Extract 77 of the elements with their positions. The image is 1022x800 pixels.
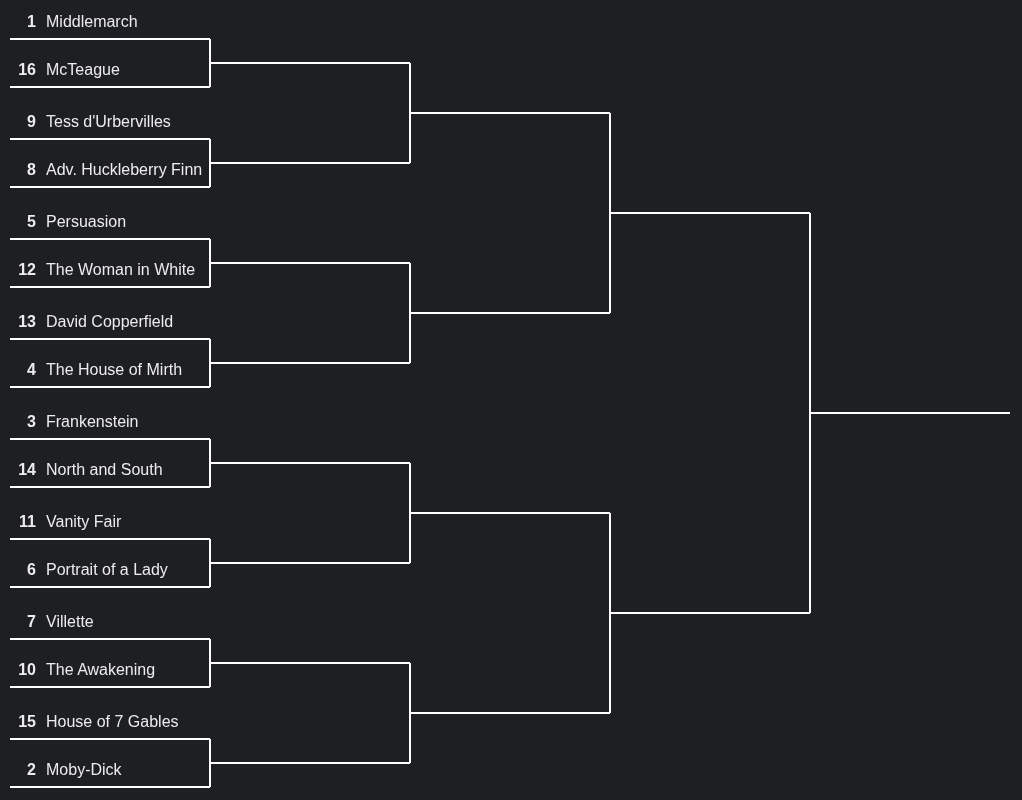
bracket-slot-line bbox=[610, 612, 810, 614]
bracket-connector bbox=[209, 538, 211, 564]
bracket-slot-line bbox=[610, 212, 810, 214]
bracket-slot-line bbox=[810, 412, 1010, 414]
bracket-connector bbox=[209, 638, 211, 664]
book-title: David Copperfield bbox=[46, 312, 174, 332]
bracket-connector bbox=[209, 162, 211, 188]
bracket-connector bbox=[609, 212, 611, 314]
seed-number: 3 bbox=[27, 412, 36, 432]
bracket-slot-line bbox=[410, 512, 610, 514]
seed-number: 8 bbox=[27, 160, 36, 180]
bracket-connector bbox=[609, 612, 611, 714]
book-title: The Awakening bbox=[46, 660, 156, 680]
bracket-slot-line bbox=[410, 112, 610, 114]
bracket-slot-line bbox=[210, 662, 410, 664]
bracket-slot-line bbox=[210, 462, 410, 464]
bracket-connector bbox=[409, 512, 411, 564]
bracket-connector bbox=[409, 312, 411, 364]
bracket-connector bbox=[209, 762, 211, 788]
book-title: McTeague bbox=[46, 60, 120, 80]
seed-number: 12 bbox=[18, 260, 36, 280]
seed-number: 5 bbox=[27, 212, 36, 232]
bracket-connector bbox=[209, 62, 211, 88]
bracket-connector bbox=[209, 362, 211, 388]
seed-number: 13 bbox=[18, 312, 36, 332]
bracket-connector bbox=[209, 738, 211, 764]
bracket-connector bbox=[609, 512, 611, 614]
bracket-connector bbox=[409, 112, 411, 164]
book-title: Moby-Dick bbox=[46, 760, 122, 780]
book-title: Middlemarch bbox=[46, 12, 138, 32]
bracket-connector bbox=[209, 562, 211, 588]
bracket-slot-line bbox=[210, 162, 410, 164]
book-title: Frankenstein bbox=[46, 412, 139, 432]
book-title: Adv. Huckleberry Finn bbox=[46, 160, 203, 180]
seed-number: 15 bbox=[18, 712, 36, 732]
seed-number: 10 bbox=[18, 660, 36, 680]
bracket-connector bbox=[609, 112, 611, 214]
seed-number: 1 bbox=[27, 12, 36, 32]
book-title: Villette bbox=[46, 612, 94, 632]
bracket-slot-line bbox=[210, 62, 410, 64]
seed-number: 16 bbox=[18, 60, 36, 80]
bracket-connector bbox=[809, 412, 811, 614]
bracket-connector bbox=[209, 38, 211, 64]
bracket-slot-line bbox=[410, 312, 610, 314]
seed-number: 7 bbox=[27, 612, 36, 632]
bracket-slot-line bbox=[210, 762, 410, 764]
seed-number: 9 bbox=[27, 112, 36, 132]
bracket-connector bbox=[209, 662, 211, 688]
bracket-slot-line bbox=[210, 262, 410, 264]
bracket-connector bbox=[409, 262, 411, 314]
seed-number: 6 bbox=[27, 560, 36, 580]
book-title: North and South bbox=[46, 460, 163, 480]
book-title: Portrait of a Lady bbox=[46, 560, 168, 580]
book-title: The House of Mirth bbox=[46, 360, 183, 380]
book-title: The Woman in White bbox=[46, 260, 196, 280]
bracket-slot-line bbox=[410, 712, 610, 714]
bracket-connector bbox=[209, 462, 211, 488]
bracket-connector bbox=[209, 262, 211, 288]
book-title: House of 7 Gables bbox=[46, 712, 179, 732]
seed-number: 2 bbox=[27, 760, 36, 780]
bracket-slot-line bbox=[210, 562, 410, 564]
bracket-connector bbox=[409, 62, 411, 114]
seed-number: 4 bbox=[27, 360, 36, 380]
book-title: Vanity Fair bbox=[46, 512, 122, 532]
book-title: Persuasion bbox=[46, 212, 127, 232]
bracket-connector bbox=[409, 712, 411, 764]
bracket-connector bbox=[209, 438, 211, 464]
bracket-connector bbox=[409, 462, 411, 514]
seed-number: 11 bbox=[19, 512, 36, 532]
bracket-connector bbox=[809, 212, 811, 414]
bracket-connector bbox=[409, 662, 411, 714]
seed-number: 14 bbox=[18, 460, 36, 480]
book-title: Tess d'Urbervilles bbox=[46, 112, 171, 132]
bracket-slot-line bbox=[210, 362, 410, 364]
bracket-connector bbox=[209, 238, 211, 264]
bracket-connector bbox=[209, 138, 211, 164]
bracket-connector bbox=[209, 338, 211, 364]
